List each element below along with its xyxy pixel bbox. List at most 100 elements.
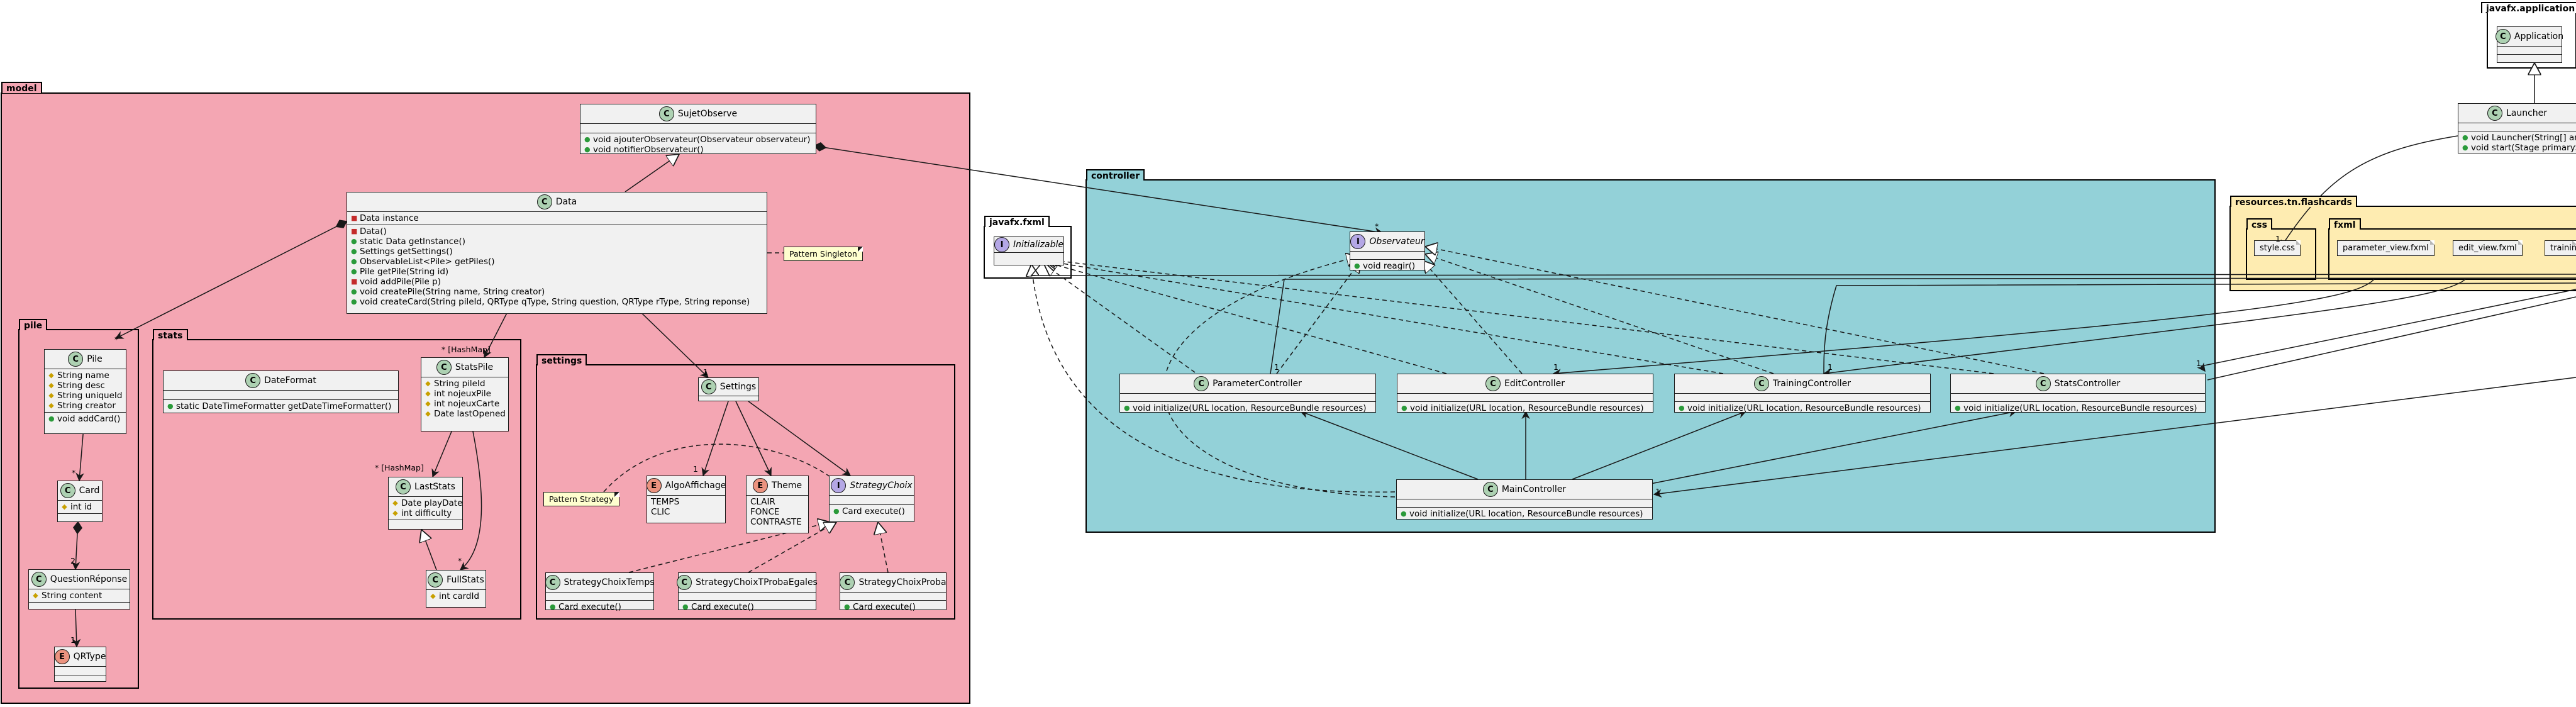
class-icon: C xyxy=(701,379,716,394)
maincontroller-implements-initializable xyxy=(1031,264,1396,493)
fields-section xyxy=(164,391,398,400)
protected-icon: ◆ xyxy=(48,391,54,399)
method: void createCard(String pileId, QRType qT… xyxy=(360,297,750,307)
mult-edit-fxml: 1 xyxy=(1553,362,1558,372)
class-name: StatsPile xyxy=(455,362,494,372)
methods-section xyxy=(58,514,102,521)
interface-icon: I xyxy=(831,478,847,493)
class-icon: C xyxy=(2487,106,2502,121)
note-pattern-singleton: Pattern Singleton xyxy=(784,247,863,261)
fields-section xyxy=(830,496,914,505)
public-icon: ● xyxy=(550,603,556,611)
mult-main-app: 1 xyxy=(1655,487,1660,496)
method: Pile getPile(String id) xyxy=(360,267,449,277)
param-fxml-link xyxy=(1270,277,2576,374)
method: static Data getInstance() xyxy=(360,237,466,247)
class-icon: C xyxy=(2035,376,2051,391)
class-name: DateFormat xyxy=(264,376,316,386)
class-icon: C xyxy=(436,360,452,375)
protected-icon: ◆ xyxy=(62,503,67,511)
field: Date lastOpened xyxy=(434,409,506,419)
class-name: Pile xyxy=(87,354,103,364)
file-parameter-view-fxml[interactable]: parameter_view.fxml xyxy=(2337,240,2434,256)
parameter-view-editcontroller xyxy=(1552,279,2375,377)
field: String name xyxy=(57,370,109,381)
fields-section xyxy=(1350,252,1424,260)
mult-sujet-observateur: * xyxy=(1375,221,1379,231)
class-name: Card xyxy=(79,486,100,496)
fields-section xyxy=(1951,394,2205,402)
interface-icon: I xyxy=(994,237,1010,252)
protected-icon: ◆ xyxy=(425,379,431,387)
interface-icon: I xyxy=(1350,234,1366,249)
mult-questionreponse-qrtype: 1 xyxy=(70,635,75,645)
fields-section xyxy=(546,593,653,601)
class-icon: C xyxy=(31,572,47,587)
strategy-note-link xyxy=(603,443,831,493)
values-section: CLAIR FONCE CONTRASTE xyxy=(747,496,808,528)
fields-section xyxy=(1675,394,1930,402)
public-icon: ● xyxy=(48,415,55,423)
fields-section xyxy=(580,124,816,133)
method: Card execute() xyxy=(842,506,905,516)
model-package-tab: model xyxy=(1,82,42,94)
field: int nojeuxPile xyxy=(434,389,491,399)
class-icon: C xyxy=(545,575,560,590)
method: static DateTimeFormatter getDateTimeForm… xyxy=(176,401,392,411)
fields-section xyxy=(840,593,946,601)
public-icon: ● xyxy=(1401,404,1407,412)
field: int id xyxy=(70,502,92,512)
enum-icon: E xyxy=(54,649,70,664)
enum-icon: E xyxy=(646,478,662,493)
field: int difficulty xyxy=(401,508,452,518)
class-name: SujetObserve xyxy=(677,109,738,119)
protected-icon: ◆ xyxy=(425,389,431,398)
fxml-package-tab: fxml xyxy=(2329,218,2361,230)
settings-package-tab: settings xyxy=(536,354,587,366)
protected-icon: ◆ xyxy=(48,381,54,389)
mult-data-settings: 1 xyxy=(703,367,708,377)
file-style-css[interactable]: style.css xyxy=(2254,240,2301,256)
file-edit-view-fxml[interactable]: edit_view.fxml xyxy=(2453,240,2523,256)
methods-section: ●void initialize(URL location, ResourceB… xyxy=(1120,402,1375,415)
methods-section: ●Card execute() xyxy=(546,601,653,613)
public-icon: ● xyxy=(1955,404,1961,412)
public-icon: ● xyxy=(1354,262,1360,270)
public-icon: ● xyxy=(1124,404,1130,412)
enum-value: CLAIR xyxy=(750,497,775,507)
method: Data() xyxy=(360,226,387,237)
public-icon: ● xyxy=(351,257,357,265)
card-questionreponse-association xyxy=(71,521,83,571)
maincontroller-trainingcontroller xyxy=(1572,410,1747,480)
method: void createPile(String name, String crea… xyxy=(360,287,545,297)
file-training-view-fxml[interactable]: trainin xyxy=(2545,240,2576,256)
method: void initialize(URL location, ResourceBu… xyxy=(1410,403,1644,413)
protected-icon: ◆ xyxy=(392,499,398,507)
